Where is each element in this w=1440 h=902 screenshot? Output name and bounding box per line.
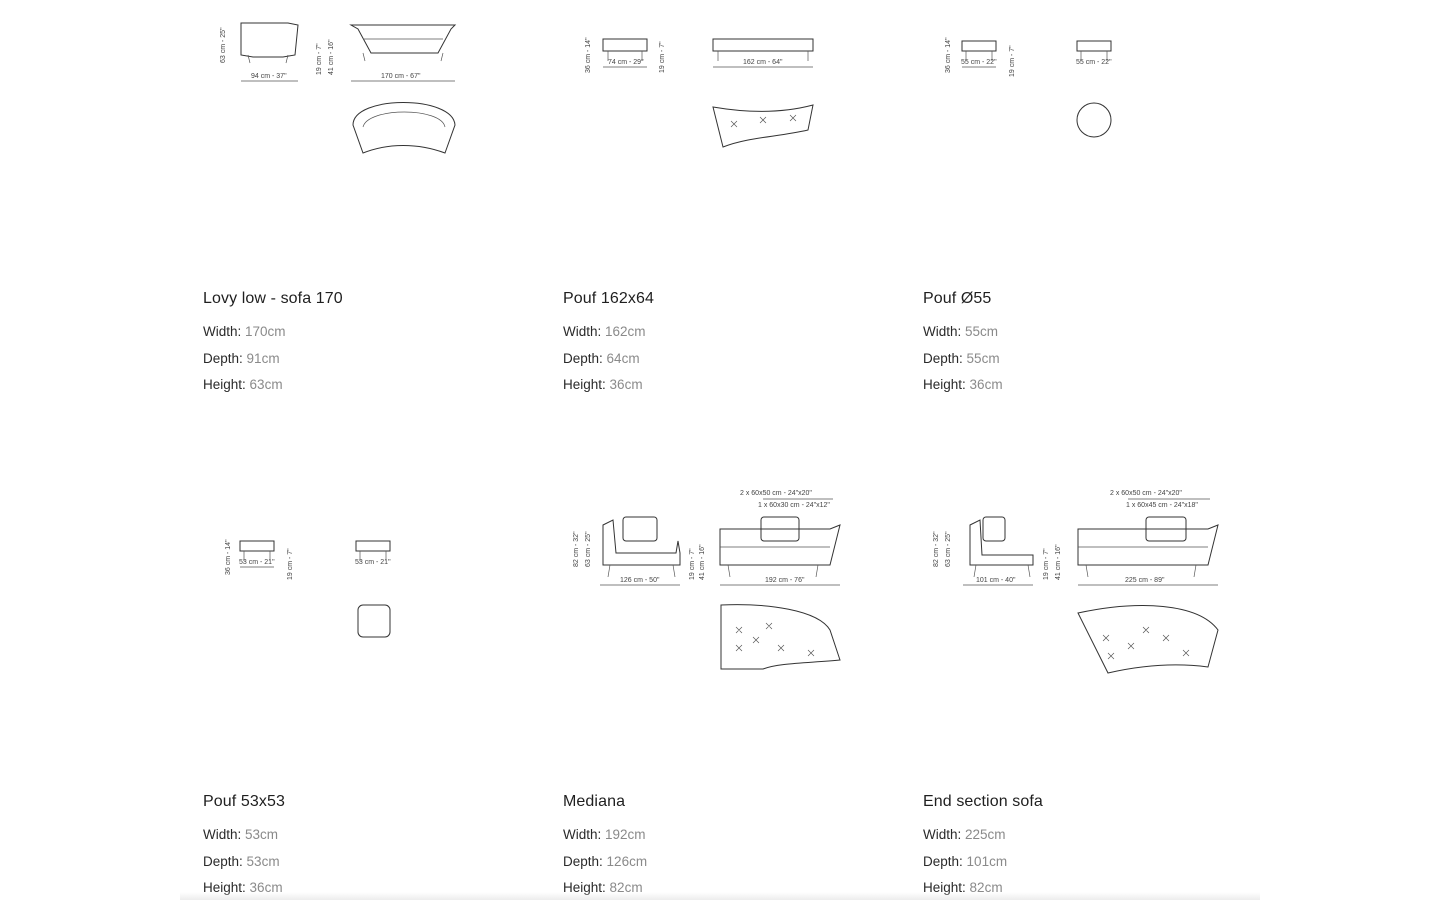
spec-height: Height: 63cm [203,377,283,392]
spec-height: Height: 36cm [923,377,1003,392]
spec-width: Width: 225cm [923,827,1006,842]
dim-label: 19 cm - 7" [1043,548,1050,580]
product-name: Pouf 53x53 [203,793,285,810]
dim-label: 19 cm - 7" [316,43,323,75]
product-name: Lovy low - sofa 170 [203,290,343,307]
dim-label: 41 cm - 16" [1055,544,1062,580]
spec-height: Height: 36cm [563,377,643,392]
product-name: Mediana [563,793,626,810]
spec-depth: Depth: 53cm [203,853,280,869]
dim-label: 2 x 60x50 cm - 24"x20" [740,490,812,497]
spec-width: Width: 162cm [563,324,646,339]
spec-width: Width: 170cm [203,324,286,339]
spec-depth: Depth: 101cm [923,853,1008,869]
spec-depth: Depth: 91cm [203,350,280,366]
dim-label: 63 cm - 25" [585,531,592,567]
dim-label: 74 cm - 29" [608,59,644,66]
dim-label: 82 cm - 32" [933,531,940,567]
spec-depth: Depth: 64cm [563,350,640,366]
spec-height: Height: 82cm [923,880,1003,895]
dim-label: 126 cm - 50" [620,577,660,584]
dim-label: 192 cm - 76" [765,577,805,584]
technical-drawing: 63 cm - 25" 94 cm - 37" 19 cm - 7" 41 cm… [213,15,473,160]
dim-label: 36 cm - 14" [585,37,592,73]
product-name: Pouf 162x64 [563,290,654,307]
spec-height: Height: 82cm [563,880,643,895]
dim-label: 225 cm - 89" [1125,577,1165,584]
dim-label: 94 cm - 37" [251,73,287,80]
technical-drawing: 36 cm - 14" 55 cm - 22" 19 cm - 7" 55 cm… [938,25,1138,145]
dim-label: 55 cm - 22" [961,59,997,66]
dim-label: 19 cm - 7" [659,41,666,73]
dim-label: 82 cm - 32" [573,531,580,567]
dim-label: 41 cm - 16" [328,39,335,75]
dim-label: 36 cm - 14" [225,539,232,575]
dim-label: 19 cm - 7" [1009,45,1016,77]
technical-drawing: 36 cm - 14" 53 cm - 21" 19 cm - 7" 53 cm… [218,525,418,645]
dim-label: 19 cm - 7" [689,548,696,580]
dim-label: 53 cm - 21" [355,559,391,566]
spec-depth: Depth: 55cm [923,350,1000,366]
dim-label: 55 cm - 22" [1076,59,1112,66]
dim-label: 19 cm - 7" [287,548,294,580]
dim-label: 1 x 60x30 cm - 24"x12" [758,502,830,509]
spec-width: Width: 53cm [203,827,279,842]
technical-drawing: 36 cm - 14" 74 cm - 29" 19 cm - 7" 162 c… [578,25,838,155]
product-name: Pouf Ø55 [923,290,992,307]
scroll-fade [180,892,1260,900]
dim-label: 1 x 60x45 cm - 24"x18" [1126,502,1198,509]
dim-label: 170 cm - 67" [381,73,421,80]
technical-drawing: 82 cm - 32" 63 cm - 25" 101 cm - 40" 19 … [928,485,1228,685]
spec-height: Height: 36cm [203,880,283,895]
dim-label: 53 cm - 21" [239,559,275,566]
dim-label: 63 cm - 25" [220,27,227,63]
technical-drawing: 82 cm - 32" 63 cm - 25" 126 cm - 50" 19 … [568,485,858,685]
dim-label: 2 x 60x50 cm - 24"x20" [1110,490,1182,497]
dim-label: 41 cm - 16" [699,544,706,580]
dim-label: 162 cm - 64" [743,59,783,66]
product-name: End section sofa [923,793,1043,810]
dim-label: 36 cm - 14" [945,37,952,73]
spec-depth: Depth: 126cm [563,853,648,869]
spec-width: Width: 55cm [923,324,999,339]
dim-label: 101 cm - 40" [976,577,1016,584]
spec-width: Width: 192cm [563,827,646,842]
dim-label: 63 cm - 25" [945,531,952,567]
